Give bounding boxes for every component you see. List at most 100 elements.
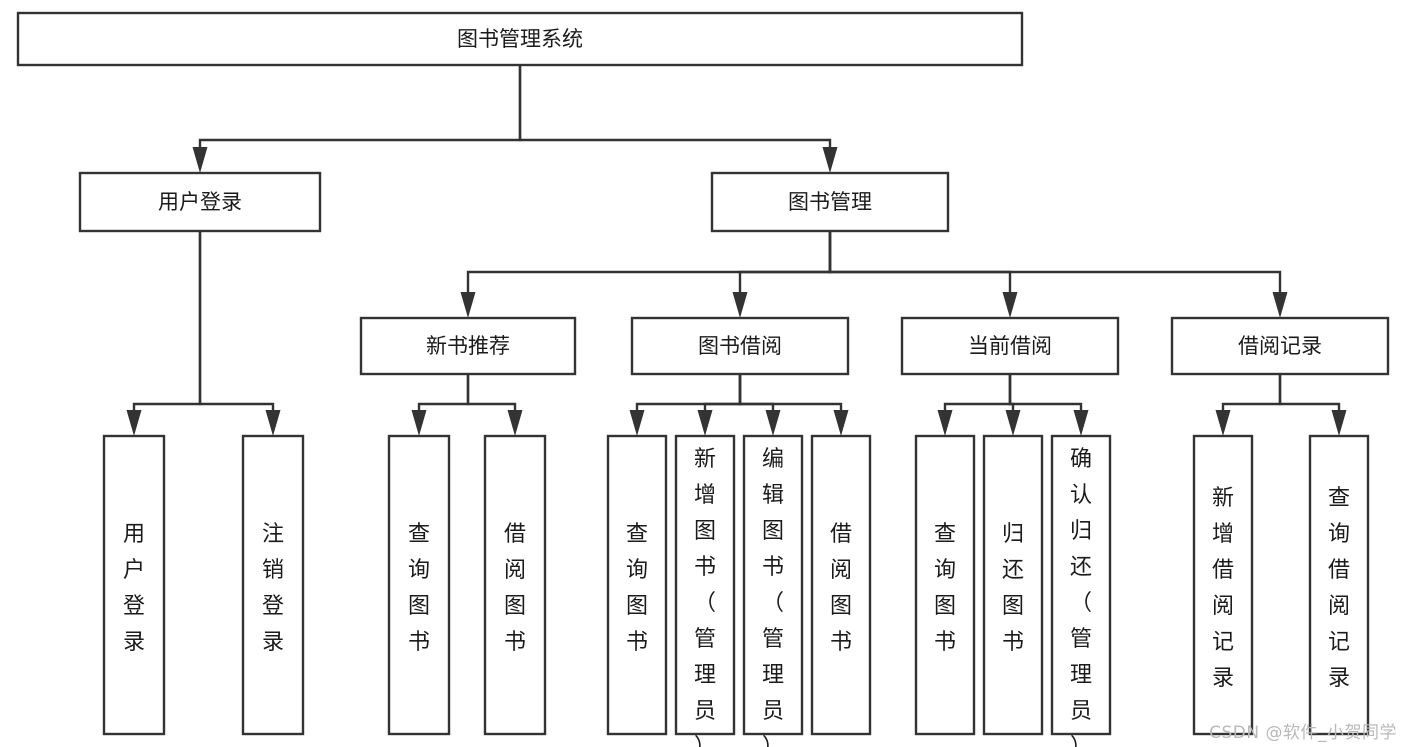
node-leaf-rec-2[interactable]: 查询借阅记录 — [1308, 434, 1370, 736]
node-box[interactable] — [387, 434, 451, 736]
arrow-head-icon — [507, 410, 523, 436]
connector-line — [703, 374, 742, 412]
connector-line — [1008, 374, 1083, 412]
node-box[interactable] — [1050, 434, 1112, 736]
node-records[interactable]: 借阅记录 — [1170, 316, 1390, 376]
arrow-head-icon — [1215, 410, 1231, 436]
node-box[interactable] — [914, 434, 976, 736]
connector-line — [466, 231, 832, 294]
arrow-head-icon — [833, 410, 849, 436]
connector-bookmgmt-to-newbook — [460, 231, 832, 318]
node-box[interactable] — [900, 316, 1120, 376]
node-borrow[interactable]: 图书借阅 — [630, 316, 850, 376]
node-leaf-bor-1[interactable]: 查询图书 — [606, 434, 668, 736]
connector-newbook-to-leaf-new-1 — [411, 374, 470, 436]
connector-line — [828, 231, 1012, 294]
node-leaf-bor-2[interactable]: 新增图书（管理员） — [674, 434, 736, 747]
node-box[interactable] — [241, 434, 305, 736]
node-label: 图书借阅 — [698, 334, 782, 358]
node-label: 当前借阅 — [968, 334, 1052, 358]
node-leaf-new-2[interactable]: 借阅图书 — [483, 434, 547, 736]
node-leaf-cur-2[interactable]: 归还图书 — [982, 434, 1044, 736]
connector-bookmgmt-to-current — [828, 231, 1018, 318]
node-label: 图书管理 — [788, 190, 872, 214]
node-label: 借阅图书 — [504, 522, 526, 655]
node-label: 新增图书（管理员） — [694, 447, 716, 747]
node-leaf-cur-1[interactable]: 查询图书 — [914, 434, 976, 736]
node-label: 借阅图书 — [830, 522, 852, 655]
connector-line — [132, 231, 202, 412]
node-leaf-login-2[interactable]: 注销登录 — [241, 434, 305, 736]
connector-login-to-leaf-login-1 — [126, 231, 202, 436]
node-box[interactable] — [630, 316, 850, 376]
arrow-head-icon — [697, 410, 713, 436]
connector-records-to-leaf-rec-2 — [1278, 374, 1347, 436]
connector-line — [417, 374, 470, 412]
node-leaf-bor-4[interactable]: 借阅图书 — [810, 434, 872, 736]
connector-current-to-leaf-cur-3 — [1008, 374, 1089, 436]
node-leaf-new-1[interactable]: 查询图书 — [387, 434, 451, 736]
connector-line — [635, 374, 742, 412]
node-box[interactable] — [674, 434, 736, 736]
connector-line — [738, 374, 775, 412]
connector-line — [1221, 374, 1282, 412]
node-box[interactable] — [982, 434, 1044, 736]
node-login[interactable]: 用户登录 — [78, 171, 322, 233]
node-newbook[interactable]: 新书推荐 — [359, 316, 577, 376]
connector-line — [466, 374, 517, 412]
node-box[interactable] — [483, 434, 547, 736]
connector-root-to-bookmgmt — [518, 65, 838, 173]
node-root[interactable]: 图书管理系统 — [16, 11, 1024, 67]
node-label: 用户登录 — [123, 522, 145, 655]
arrow-head-icon — [822, 147, 838, 173]
connector-line — [198, 65, 522, 149]
connector-newbook-to-leaf-new-2 — [466, 374, 523, 436]
node-leaf-login-1[interactable]: 用户登录 — [102, 434, 166, 736]
node-box[interactable] — [742, 434, 804, 736]
connector-bookmgmt-to-records — [828, 231, 1288, 318]
connector-line — [738, 231, 832, 294]
node-box[interactable] — [1308, 434, 1370, 736]
connector-line — [738, 374, 843, 412]
node-label: 归还图书 — [1002, 522, 1024, 655]
node-label: 确认归还（管理员） — [1070, 447, 1092, 747]
arrow-head-icon — [411, 410, 427, 436]
node-box[interactable] — [810, 434, 872, 736]
node-label: 查询图书 — [934, 522, 956, 655]
node-label: 图书管理系统 — [457, 27, 583, 51]
connector-line — [943, 374, 1012, 412]
arrow-head-icon — [1272, 292, 1288, 318]
node-label: 借阅记录 — [1238, 334, 1322, 358]
connector-login-to-leaf-login-2 — [198, 231, 281, 436]
node-box[interactable] — [1170, 316, 1390, 376]
node-label: 查询图书 — [408, 522, 430, 655]
arrow-head-icon — [460, 292, 476, 318]
arrow-head-icon — [1073, 410, 1089, 436]
connector-root-to-login — [192, 65, 522, 173]
node-label: 注销登录 — [262, 522, 284, 655]
node-label: 新书推荐 — [426, 334, 510, 358]
node-box[interactable] — [16, 11, 1024, 67]
node-current[interactable]: 当前借阅 — [900, 316, 1120, 376]
node-label: 编辑图书（管理员） — [762, 447, 784, 747]
node-box[interactable] — [78, 171, 322, 233]
connector-current-to-leaf-cur-1 — [937, 374, 1012, 436]
node-leaf-cur-3[interactable]: 确认归还（管理员） — [1050, 434, 1112, 747]
connector-line — [198, 231, 275, 412]
node-leaf-rec-1[interactable]: 新增借阅记录 — [1192, 434, 1254, 736]
node-box[interactable] — [359, 316, 577, 376]
connector-line — [1278, 374, 1341, 412]
node-box[interactable] — [606, 434, 668, 736]
connector-line — [518, 65, 832, 149]
node-box[interactable] — [102, 434, 166, 736]
arrow-head-icon — [937, 410, 953, 436]
node-box[interactable] — [1192, 434, 1254, 736]
node-leaf-bor-3[interactable]: 编辑图书（管理员） — [742, 434, 804, 747]
node-layer: 图书管理系统用户登录图书管理新书推荐图书借阅当前借阅借阅记录用户登录注销登录查询… — [16, 11, 1390, 747]
arrow-head-icon — [1331, 410, 1347, 436]
node-box[interactable] — [710, 171, 950, 233]
node-bookmgmt[interactable]: 图书管理 — [710, 171, 950, 233]
node-label: 查询借阅记录 — [1328, 486, 1350, 691]
arrow-head-icon — [192, 147, 208, 173]
